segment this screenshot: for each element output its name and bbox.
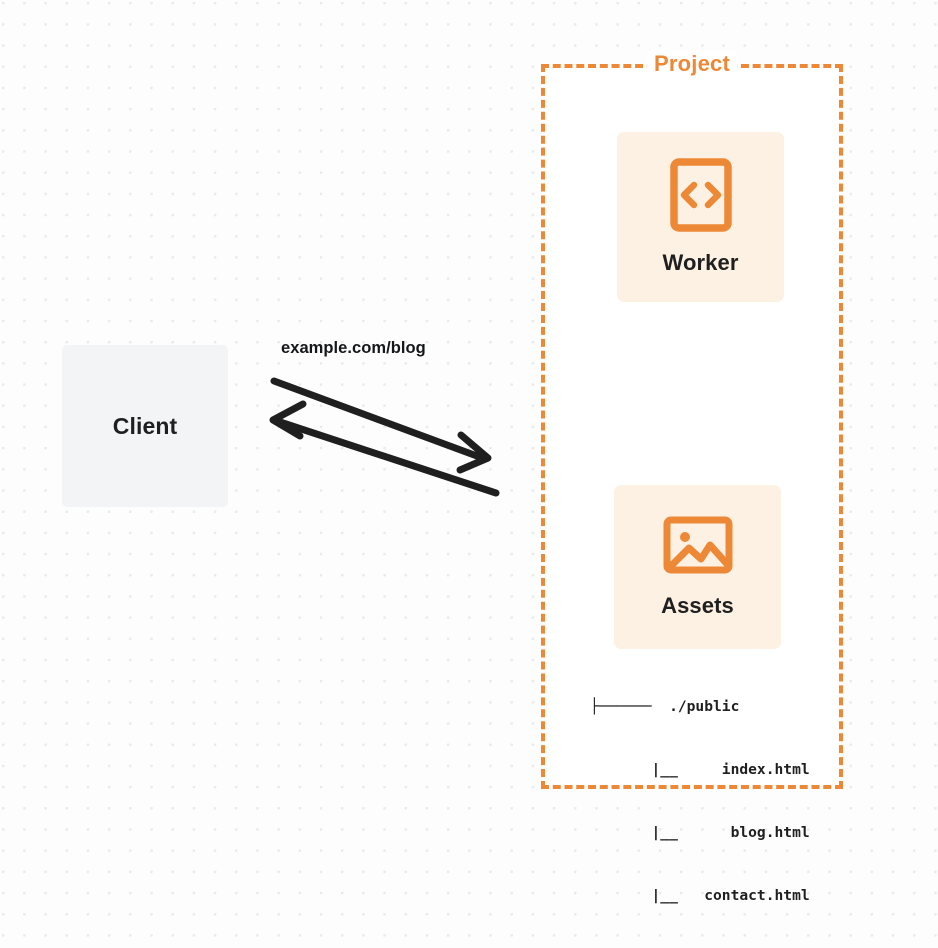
project-container: Project Worker Assets ├────── ./public |… [541, 51, 843, 904]
tree-line-blog: |__ blog.html [590, 824, 810, 841]
client-node: Client [62, 345, 228, 507]
tree-line-index: |__ index.html [590, 761, 810, 778]
assets-node-label: Assets [661, 593, 734, 618]
image-picture-icon [663, 515, 733, 575]
connection-arrows [269, 377, 500, 497]
connection-url-label: example.com/blog [281, 339, 426, 357]
tree-line-root: ├────── ./public [590, 698, 740, 715]
request-arrow [270, 377, 492, 474]
worker-node[interactable]: Worker [617, 132, 784, 302]
project-title: Project [647, 51, 737, 77]
response-arrow [269, 400, 500, 497]
tree-line-contact: |__ contact.html [590, 887, 810, 904]
code-brackets-icon [669, 158, 732, 232]
worker-node-label: Worker [662, 250, 739, 275]
assets-node[interactable]: Assets [614, 485, 781, 649]
client-node-label: Client [112, 412, 178, 439]
assets-file-tree: ├────── ./public |__ index.html |__ blog… [590, 654, 810, 948]
